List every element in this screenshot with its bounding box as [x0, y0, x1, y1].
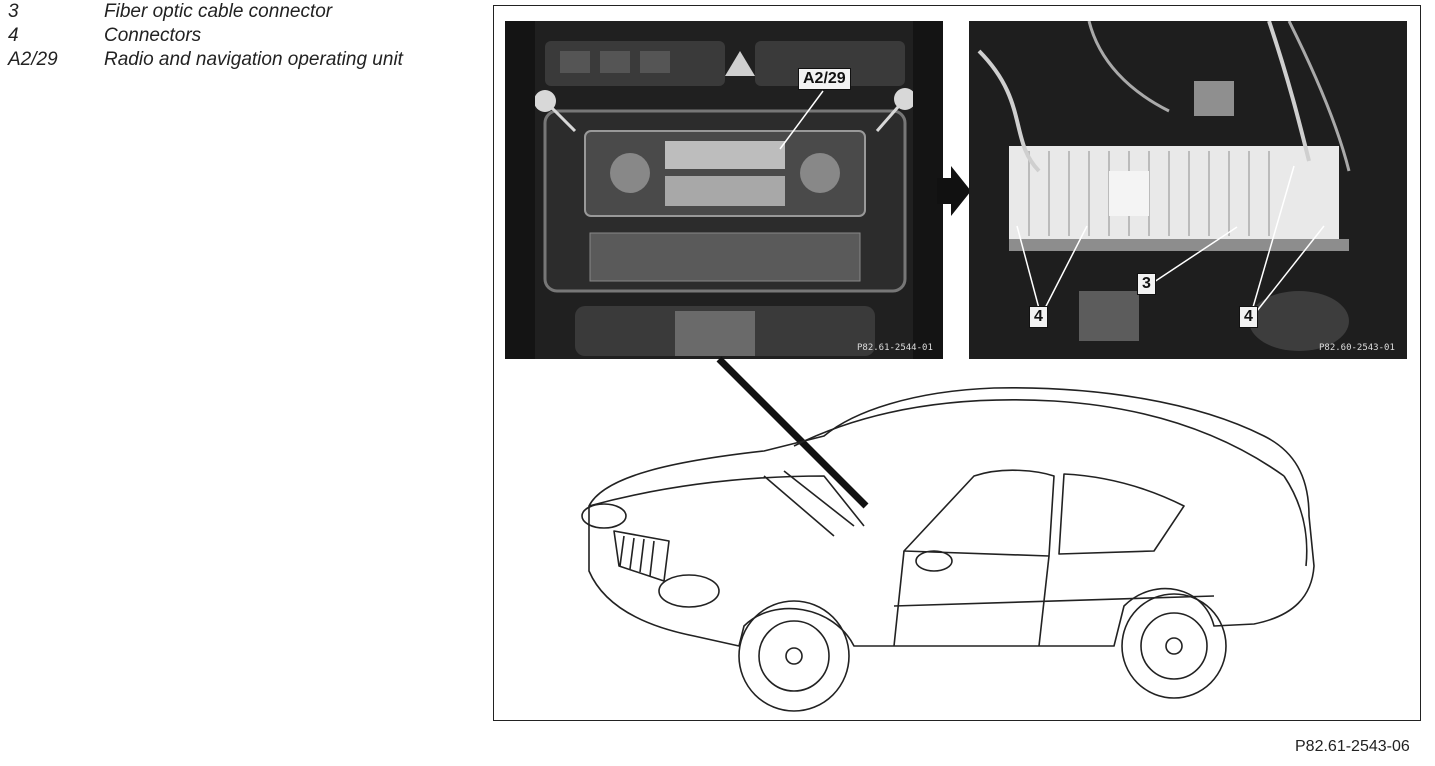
callout-3: 3 [1137, 273, 1156, 295]
legend-item: A2/29 Radio and navigation operating uni… [8, 48, 468, 72]
legend: 3 Fiber optic cable connector 4 Connecto… [8, 0, 468, 72]
figure-code: P82.61-2543-06 [1295, 738, 1410, 755]
callout-a2-29: A2/29 [798, 68, 851, 90]
legend-text: Radio and navigation operating unit [104, 49, 403, 70]
legend-text: Fiber optic cable connector [104, 1, 333, 22]
callout-4-right: 4 [1239, 306, 1258, 328]
photo-code-left: P82.61-2544-01 [857, 343, 933, 353]
callout-4-left: 4 [1029, 306, 1048, 328]
console-illustration [505, 21, 943, 359]
console-photo: A2/29 P82.61-2544-01 [505, 21, 943, 359]
legend-code: 4 [8, 25, 19, 46]
legend-item: 4 Connectors [8, 24, 468, 48]
connector-photo: 3 4 4 P82.60-2543-01 [969, 21, 1407, 359]
legend-code: 3 [8, 1, 19, 22]
connector-illustration [969, 21, 1407, 359]
figure-frame: A2/29 P82.61-2544-01 [493, 5, 1421, 721]
car-illustration [581, 356, 1315, 712]
photo-code-right: P82.60-2543-01 [1319, 343, 1395, 353]
legend-item: 3 Fiber optic cable connector [8, 0, 468, 24]
legend-code: A2/29 [8, 49, 58, 70]
legend-text: Connectors [104, 25, 202, 46]
arrow-right-icon [937, 166, 971, 216]
